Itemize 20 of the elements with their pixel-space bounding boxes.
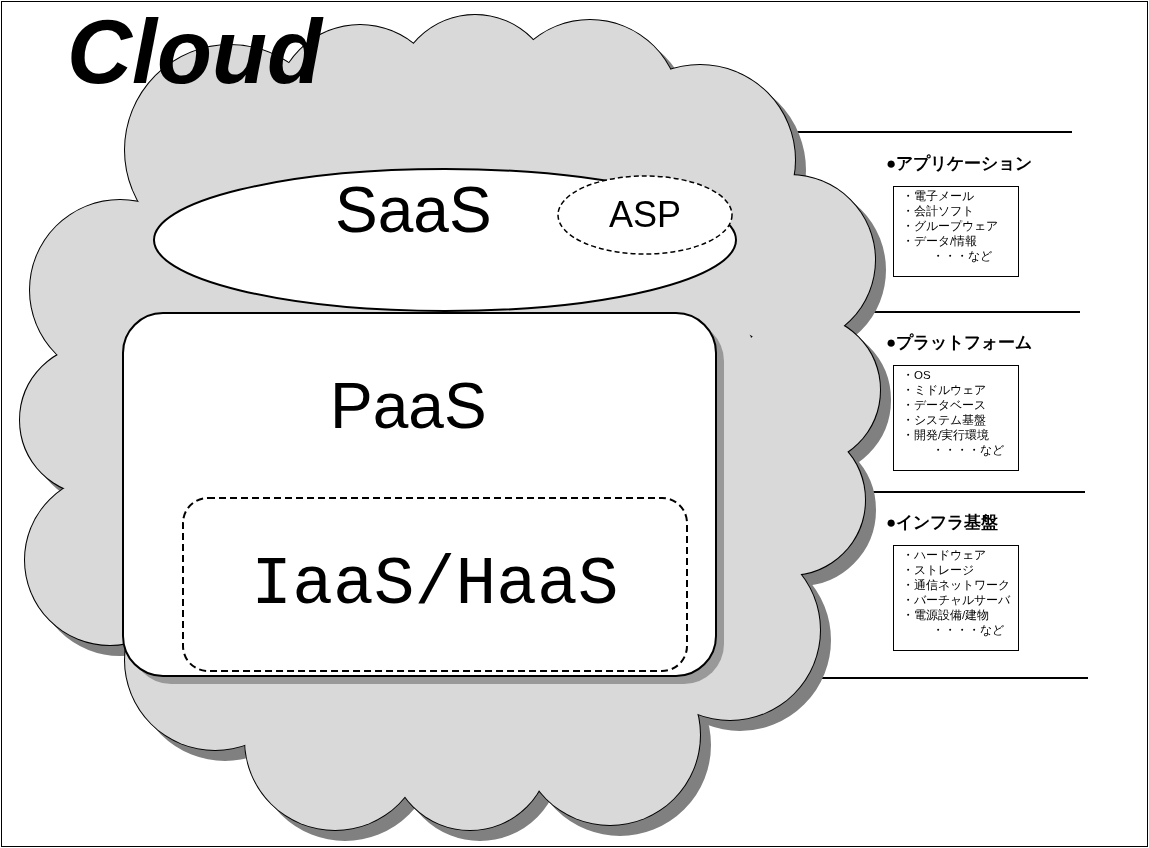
list-item: ・データベース <box>902 398 986 413</box>
list-item: ・・・・など <box>932 623 1004 638</box>
section-heading: ●アプリケーション <box>886 153 1033 175</box>
list-item: ・OS <box>902 368 931 383</box>
list-item: ・・・など <box>932 249 992 264</box>
list-item: ・ミドルウェア <box>902 383 986 398</box>
list-item: ・システム基盤 <box>902 413 986 428</box>
section-heading: ●プラットフォーム <box>886 332 1033 354</box>
list-item: ・開発/実行環境 <box>902 428 990 443</box>
list-item: ・バーチャルサーバ <box>902 593 1010 608</box>
list-item: ・グループウェア <box>902 219 998 234</box>
section-heading: ●インフラ基盤 <box>886 512 999 534</box>
list-item: ・・・・など <box>932 443 1004 458</box>
list-item: ・電子メール <box>902 189 974 204</box>
list-item: ・ストレージ <box>902 563 974 578</box>
list-item: ・電源設備/建物 <box>902 608 990 623</box>
list-item: ・ハードウェア <box>902 548 986 563</box>
list-item: ・通信ネットワーク <box>902 578 1010 593</box>
list-item: ・データ/情報 <box>902 234 978 249</box>
list-item: ・会計ソフト <box>902 204 974 219</box>
